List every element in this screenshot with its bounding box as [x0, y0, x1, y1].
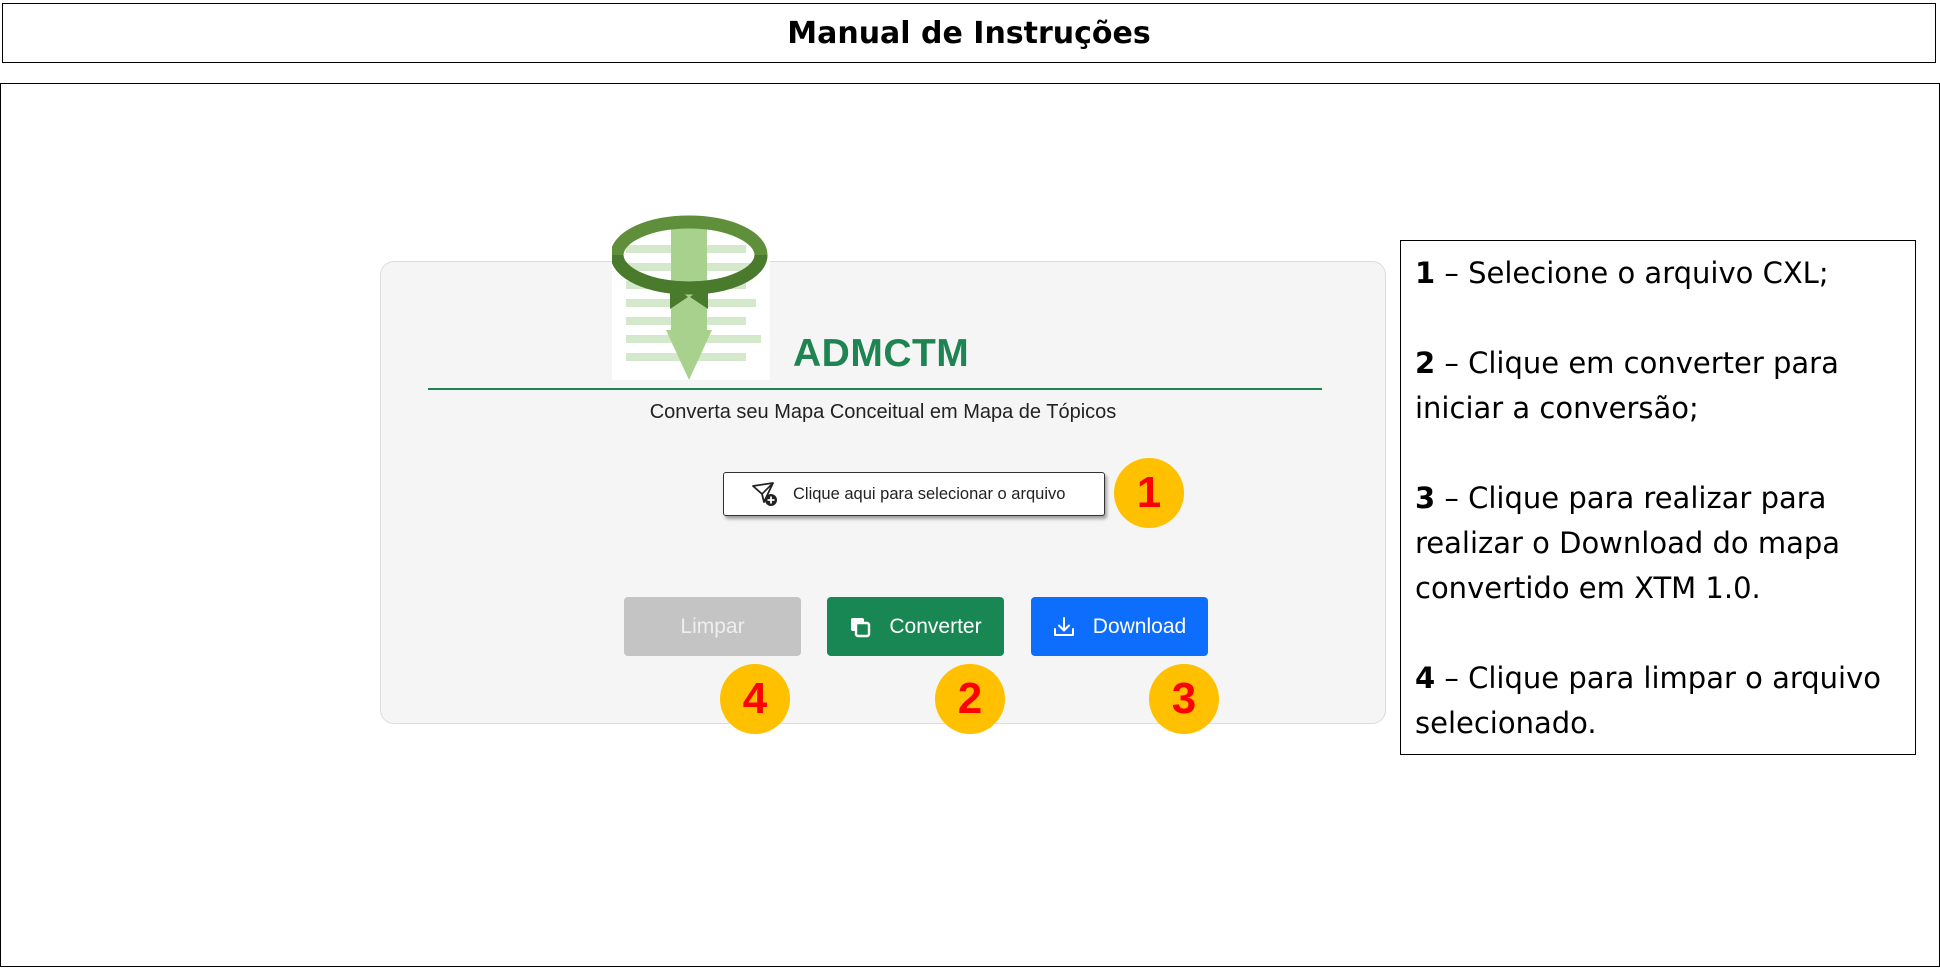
download-button-label: Download: [1092, 614, 1187, 638]
instruction-item: 3 – Clique para realizar para realizar o…: [1415, 476, 1901, 611]
download-icon: [1053, 616, 1074, 636]
instruction-number: 4: [1415, 661, 1436, 695]
instructions-panel: 1 – Selecione o arquivo CXL; 2 – Clique …: [1400, 240, 1916, 755]
badge-download: 3: [1149, 664, 1219, 734]
clear-button-label: Limpar: [680, 614, 745, 638]
badge-clear: 4: [720, 664, 790, 734]
instruction-number: 3: [1415, 481, 1436, 515]
select-file-button[interactable]: Clique aqui para selecionar o arquivo: [723, 472, 1105, 516]
app-title: ADMCTM: [793, 332, 970, 375]
clear-button[interactable]: Limpar: [624, 597, 801, 656]
instruction-number: 1: [1415, 256, 1436, 290]
badge-convert: 2: [935, 664, 1005, 734]
title-divider: [428, 388, 1322, 390]
download-button[interactable]: Download: [1031, 597, 1208, 656]
manual-title: Manual de Instruções: [2, 3, 1936, 63]
convert-button[interactable]: Converter: [827, 597, 1004, 656]
send-plus-icon: [752, 482, 777, 506]
instruction-text: – Clique para limpar o arquivo seleciona…: [1415, 661, 1882, 740]
convert-button-label: Converter: [889, 614, 982, 638]
copy-icon: [851, 617, 871, 637]
instruction-item: 4 – Clique para limpar o arquivo selecio…: [1415, 656, 1901, 746]
instruction-item: 2 – Clique em converter para iniciar a c…: [1415, 341, 1901, 431]
select-file-label: Clique aqui para selecionar o arquivo: [793, 484, 1066, 503]
instruction-text: – Clique para realizar para realizar o D…: [1415, 481, 1841, 605]
admctm-logo: [612, 215, 770, 380]
instruction-number: 2: [1415, 346, 1436, 380]
instruction-text: – Clique em converter para iniciar a con…: [1415, 346, 1839, 425]
app-subtitle: Converta seu Mapa Conceitual em Mapa de …: [649, 401, 1117, 423]
badge-select-file: 1: [1114, 458, 1184, 528]
instruction-item: 1 – Selecione o arquivo CXL;: [1415, 251, 1901, 296]
instruction-text: – Selecione o arquivo CXL;: [1435, 256, 1829, 290]
